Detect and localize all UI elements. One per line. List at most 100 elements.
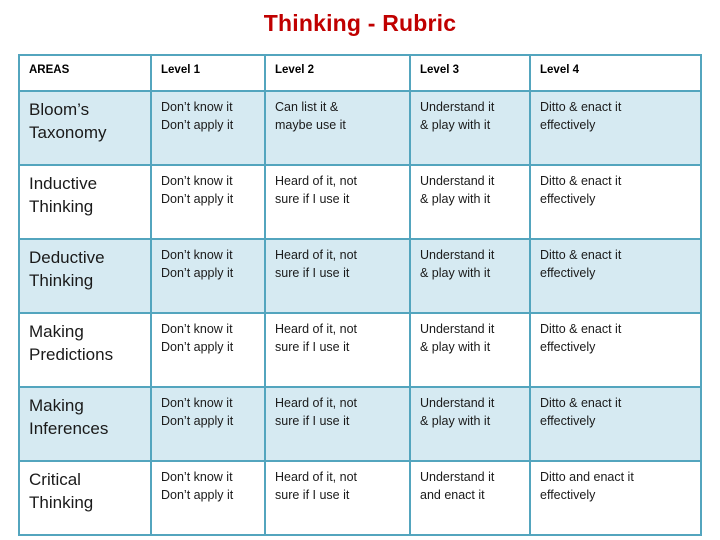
row-level-4-cell: Ditto and enact it effectively: [529, 460, 702, 536]
level-line: Don’t apply it: [161, 487, 234, 502]
level-line: Don’t apply it: [161, 191, 234, 206]
rubric-table: AREAS Level 1 Level 2 Level 3 Level 4 Bl…: [18, 54, 702, 536]
level-line: Heard of it, not: [275, 322, 357, 336]
area-line: Thinking: [29, 270, 94, 290]
row-area-cell: Critical Thinking: [18, 460, 152, 536]
area-line: Thinking: [29, 196, 94, 216]
table-header-row: AREAS Level 1 Level 2 Level 3 Level 4: [18, 54, 702, 92]
row-level-3-cell: Understand it & play with it: [409, 90, 531, 166]
row-level-3-cell: Understand it and enact it: [409, 460, 531, 536]
column-header-level-4: Level 4: [529, 54, 702, 92]
level-line: & play with it: [420, 191, 491, 206]
level-line: effectively: [540, 487, 596, 502]
row-area-cell: Inductive Thinking: [18, 164, 152, 240]
level-line: Ditto & enact it: [540, 100, 622, 114]
row-level-4-cell: Ditto & enact it effectively: [529, 90, 702, 166]
row-level-1-cell: Don’t know it Don’t apply it: [150, 460, 266, 536]
level-line: Don’t know it: [161, 100, 233, 114]
level-line: Don’t apply it: [161, 339, 234, 354]
level-line: and enact it: [420, 487, 485, 502]
level-line: Understand it: [420, 396, 495, 410]
level-line: Don’t know it: [161, 322, 233, 336]
area-line: Predictions: [29, 344, 114, 364]
level-line: effectively: [540, 413, 596, 428]
area-line: Inferences: [29, 418, 109, 438]
table-row: Critical Thinking Don’t know it Don’t ap…: [18, 460, 702, 536]
row-level-3-cell: Understand it & play with it: [409, 164, 531, 240]
level-line: Understand it: [420, 100, 495, 114]
level-line: & play with it: [420, 413, 491, 428]
level-line: effectively: [540, 339, 596, 354]
level-line: Don’t apply it: [161, 117, 234, 132]
level-line: Ditto & enact it: [540, 174, 622, 188]
level-line: Ditto & enact it: [540, 322, 622, 336]
level-line: Ditto and enact it: [540, 470, 634, 484]
level-line: Ditto & enact it: [540, 248, 622, 262]
area-line: Taxonomy: [29, 122, 107, 142]
row-level-3-cell: Understand it & play with it: [409, 312, 531, 388]
row-level-2-cell: Heard of it, not sure if I use it: [264, 460, 411, 536]
column-header-areas: AREAS: [18, 54, 152, 92]
row-level-2-cell: Can list it & maybe use it: [264, 90, 411, 166]
area-line: Making: [29, 396, 84, 415]
row-level-4-cell: Ditto & enact it effectively: [529, 164, 702, 240]
level-line: Heard of it, not: [275, 396, 357, 410]
area-line: Bloom’s: [29, 100, 90, 119]
row-level-1-cell: Don’t know it Don’t apply it: [150, 312, 266, 388]
level-line: Understand it: [420, 248, 495, 262]
table-row: Deductive Thinking Don’t know it Don’t a…: [18, 238, 702, 314]
row-area-cell: Deductive Thinking: [18, 238, 152, 314]
level-line: effectively: [540, 191, 596, 206]
area-line: Inductive: [29, 174, 98, 193]
level-line: Don’t apply it: [161, 265, 234, 280]
level-line: Heard of it, not: [275, 470, 357, 484]
column-header-level-1: Level 1: [150, 54, 266, 92]
level-line: effectively: [540, 117, 596, 132]
level-line: Understand it: [420, 174, 495, 188]
level-line: & play with it: [420, 265, 491, 280]
row-level-4-cell: Ditto & enact it effectively: [529, 386, 702, 462]
row-level-1-cell: Don’t know it Don’t apply it: [150, 164, 266, 240]
table-row: Making Inferences Don’t know it Don’t ap…: [18, 386, 702, 462]
level-line: Don’t know it: [161, 174, 233, 188]
row-level-2-cell: Heard of it, not sure if I use it: [264, 386, 411, 462]
column-header-level-2: Level 2: [264, 54, 411, 92]
column-header-level-3: Level 3: [409, 54, 531, 92]
row-level-1-cell: Don’t know it Don’t apply it: [150, 90, 266, 166]
area-line: Making: [29, 322, 84, 341]
row-level-2-cell: Heard of it, not sure if I use it: [264, 312, 411, 388]
row-level-4-cell: Ditto & enact it effectively: [529, 312, 702, 388]
level-line: sure if I use it: [275, 265, 350, 280]
level-line: sure if I use it: [275, 339, 350, 354]
level-line: Don’t know it: [161, 248, 233, 262]
level-line: sure if I use it: [275, 191, 350, 206]
row-level-3-cell: Understand it & play with it: [409, 386, 531, 462]
level-line: Heard of it, not: [275, 248, 357, 262]
table-row: Bloom’s Taxonomy Don’t know it Don’t app…: [18, 90, 702, 166]
row-area-cell: Making Predictions: [18, 312, 152, 388]
area-line: Thinking: [29, 492, 94, 512]
row-area-cell: Making Inferences: [18, 386, 152, 462]
level-line: Understand it: [420, 322, 495, 336]
level-line: maybe use it: [275, 117, 346, 132]
level-line: effectively: [540, 265, 596, 280]
level-line: Understand it: [420, 470, 495, 484]
table-row: Inductive Thinking Don’t know it Don’t a…: [18, 164, 702, 240]
level-line: Can list it &: [275, 100, 339, 114]
level-line: Heard of it, not: [275, 174, 357, 188]
level-line: Don’t know it: [161, 396, 233, 410]
row-level-2-cell: Heard of it, not sure if I use it: [264, 164, 411, 240]
row-level-1-cell: Don’t know it Don’t apply it: [150, 386, 266, 462]
level-line: Don’t apply it: [161, 413, 234, 428]
row-area-cell: Bloom’s Taxonomy: [18, 90, 152, 166]
row-level-3-cell: Understand it & play with it: [409, 238, 531, 314]
level-line: sure if I use it: [275, 413, 350, 428]
page-title: Thinking - Rubric: [263, 10, 457, 36]
area-line: Deductive: [29, 248, 105, 267]
level-line: & play with it: [420, 339, 491, 354]
level-line: sure if I use it: [275, 487, 350, 502]
area-line: Critical: [29, 470, 81, 489]
table-row: Making Predictions Don’t know it Don’t a…: [18, 312, 702, 388]
level-line: Ditto & enact it: [540, 396, 622, 410]
